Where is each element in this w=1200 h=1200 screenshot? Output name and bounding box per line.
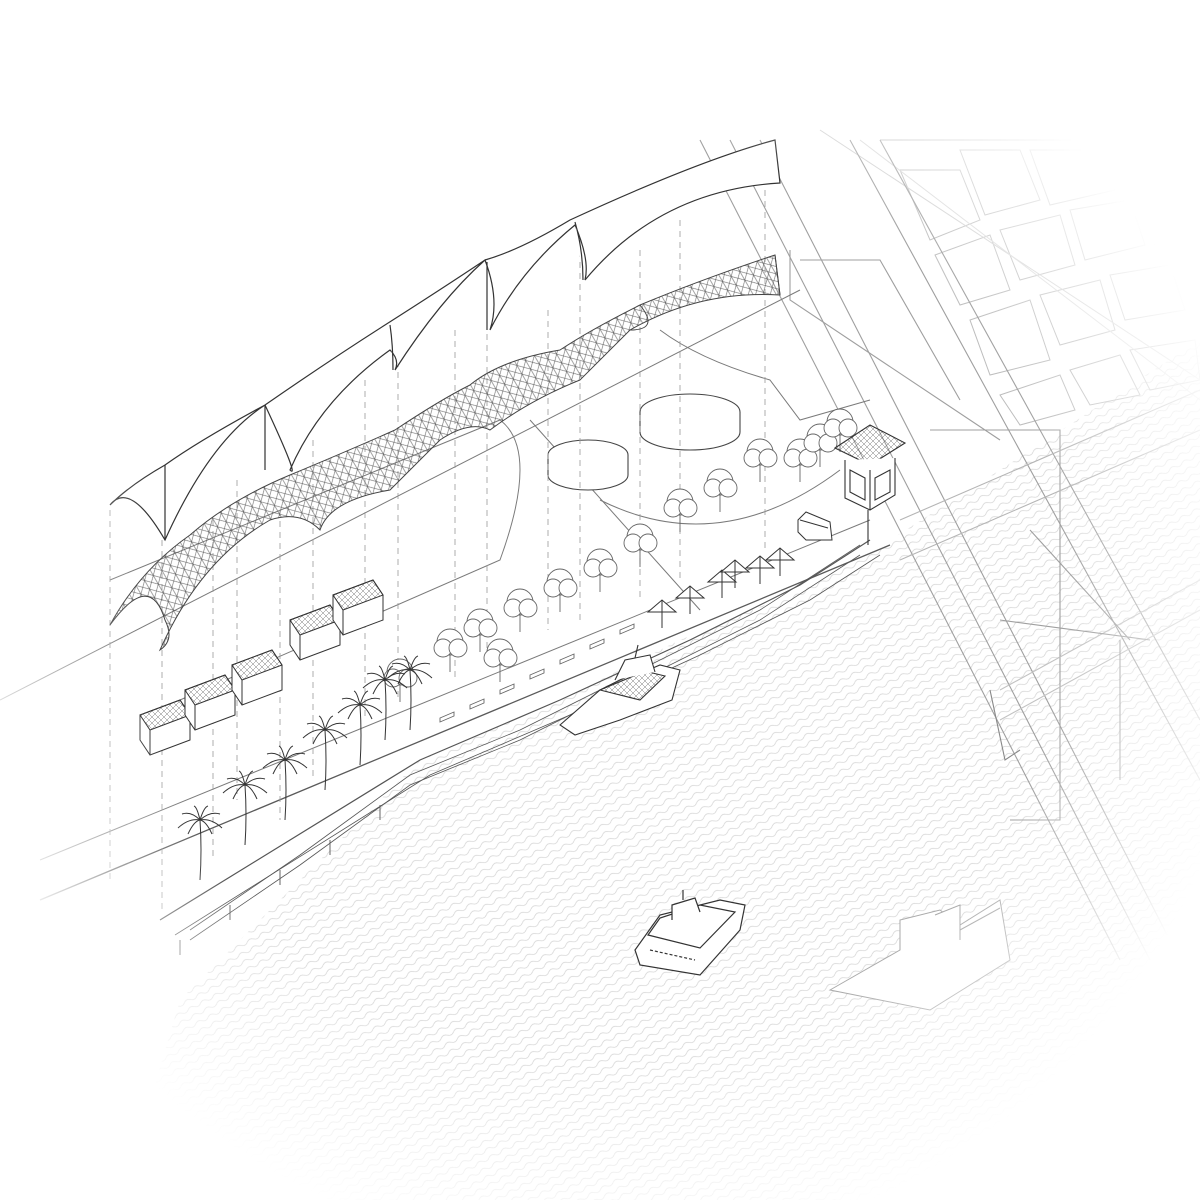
axonometric-drawing	[0, 0, 1200, 1200]
vignette	[0, 0, 1200, 1200]
